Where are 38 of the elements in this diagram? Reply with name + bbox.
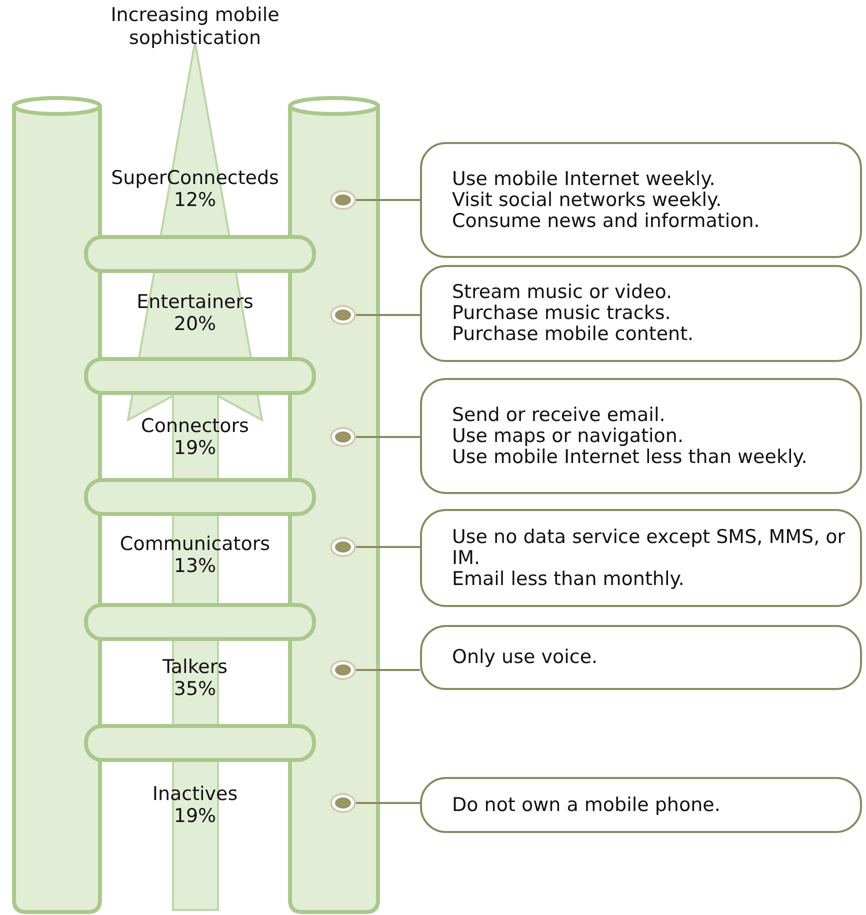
description-box [420,142,862,258]
description-box [420,625,862,690]
connector-line [356,314,420,316]
behavior-text: Send or receive email. [452,404,666,426]
segment-name: Communicators [118,534,272,555]
description-box [420,509,862,607]
segment-share: 12% [172,190,218,211]
behavior-text: Visit social networks weekly. [452,190,723,210]
segment-share: 35% [172,679,218,700]
connector-line [356,546,420,548]
behavior-text: Use maps or navigation. [452,426,685,446]
behavior-text: Use no data service except SMS, MMS, or IM. [452,526,846,568]
segment-share: 19% [172,806,218,827]
behavior-text: Do not own a mobile phone. [452,794,722,816]
segment-share: 13% [172,556,218,577]
behavior-text: Email less than monthly. [452,568,686,590]
behavior-text: Purchase music tracks. [452,303,672,324]
description-box [420,777,862,833]
behavior-text: Use mobile Internet less than weekly. [452,446,808,468]
connector-line [356,802,420,804]
connector-line [356,199,420,201]
behavior-text: Consume news and information. [452,210,761,232]
description-box [420,265,862,362]
segment-name: Entertainers [136,292,254,313]
connector-line [356,669,420,671]
segment-name: SuperConnecteds [110,168,280,189]
segment-name: Connectors [140,416,250,437]
axis-caption: Increasing mobile sophistication [110,4,280,50]
connector-line [356,436,420,438]
segment-share: 19% [172,438,218,459]
segment-name: Inactives [151,784,239,805]
behavior-text: Use mobile Internet weekly. [452,168,716,190]
segment-share: 20% [172,314,218,335]
behavior-text: Only use voice. [452,647,599,668]
segment-name: Talkers [161,657,229,678]
behavior-text: Stream music or video. [452,282,674,303]
description-box [420,378,862,494]
behavior-text: Purchase mobile content. [452,324,695,345]
